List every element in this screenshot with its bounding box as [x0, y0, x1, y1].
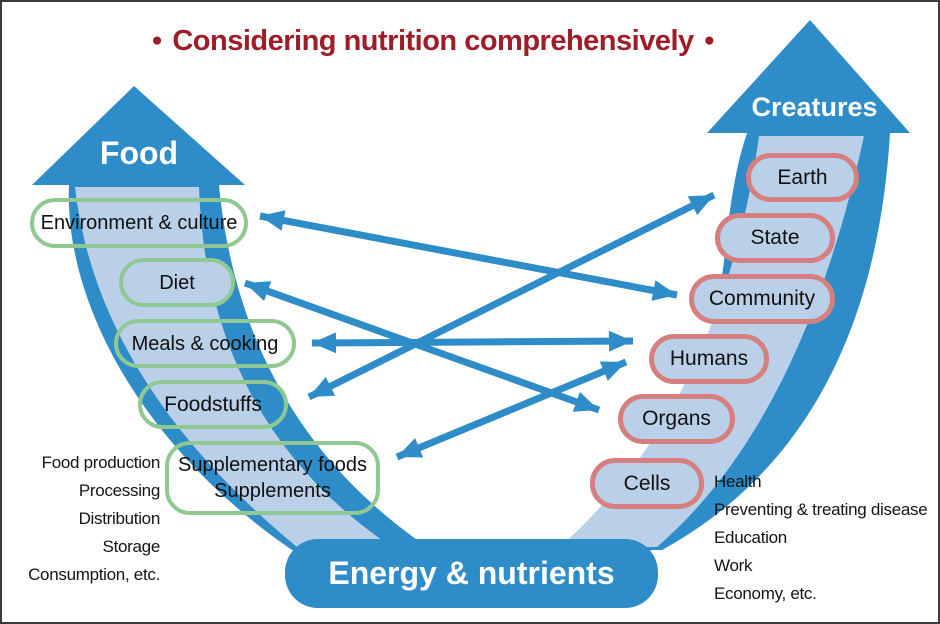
connection-supplements-humans	[395, 358, 628, 461]
supplementary-foods-line1: Supplementary foods	[177, 454, 367, 476]
food-chain-list: Food production Processing Distribution …	[4, 449, 160, 589]
list-item: Food production	[41, 453, 161, 472]
connection-meals-humans	[311, 330, 634, 354]
title-bullet-right-icon: ●	[703, 30, 715, 51]
list-item: Health	[714, 472, 762, 491]
creatures-arrow-label: Creatures	[751, 92, 878, 122]
list-item: Preventing & treating disease	[714, 500, 928, 519]
food-arrow-label: Food	[99, 135, 179, 171]
energy-nutrients-box: Energy & nutrients	[285, 539, 658, 608]
box-organs: Organs	[618, 394, 735, 444]
page-title: ● Considering nutrition comprehensively ●	[2, 25, 864, 58]
box-humans: Humans	[649, 334, 769, 384]
list-item: Processing	[78, 481, 160, 500]
food-arrow-head	[32, 86, 245, 185]
list-item: Distribution	[78, 509, 161, 528]
title-text: Considering nutrition comprehensively	[172, 25, 694, 57]
box-earth: Earth	[746, 153, 859, 202]
box-environment-culture: Environment & culture	[30, 198, 248, 248]
supplementary-foods-line2: Supplements	[214, 480, 331, 502]
list-item: Economy, etc.	[714, 584, 817, 603]
box-community: Community	[689, 274, 835, 324]
box-cells: Cells	[590, 458, 704, 509]
connection-diet-organs	[243, 279, 601, 414]
list-item: Storage	[102, 537, 161, 556]
list-item: Education	[714, 528, 787, 547]
box-meals-cooking: Meals & cooking	[114, 319, 296, 368]
list-item: Work	[714, 556, 753, 575]
box-foodstuffs: Foodstuffs	[138, 380, 288, 429]
box-state: State	[715, 213, 835, 263]
connection-environment-community	[259, 210, 678, 301]
box-supplementary-foods: Supplementary foods Supplements	[165, 441, 380, 515]
human-life-list: Health Preventing & treating disease Edu…	[714, 468, 938, 608]
box-diet: Diet	[119, 258, 235, 307]
connection-foodstuffs-earth	[307, 191, 716, 401]
title-bullet-left-icon: ●	[151, 30, 163, 51]
creatures-arrow-head	[707, 20, 910, 133]
list-item: Consumption, etc.	[28, 565, 160, 584]
